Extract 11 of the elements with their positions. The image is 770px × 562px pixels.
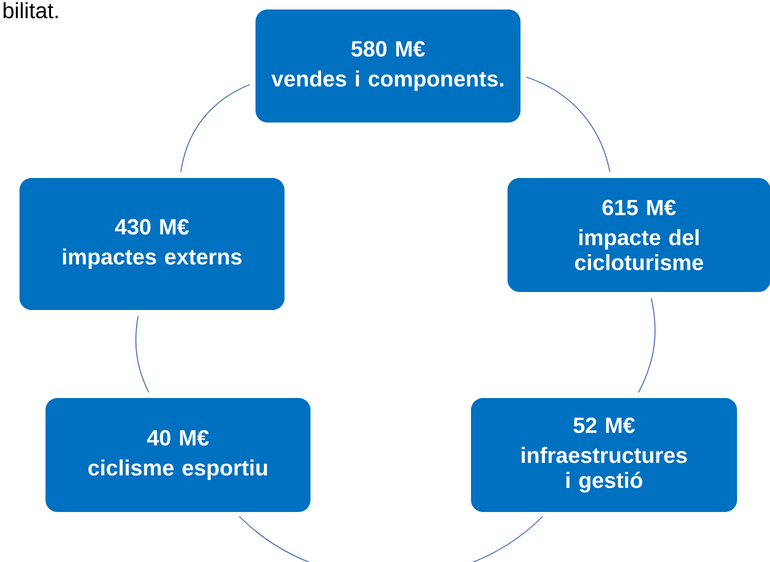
text-fragment: bilitat.: [4, 2, 58, 18]
connector-arc: [135, 316, 150, 393]
connector-arc: [526, 76, 610, 172]
value-box: 615 M€ impacte del cicloturisme: [508, 178, 770, 292]
value-box: 580 M€ vendes i components.: [256, 10, 520, 122]
value-box: 40 M€ ciclisme esportiu: [46, 398, 310, 512]
connector-arc: [180, 84, 250, 172]
value-box: 52 M€ infraestructures i gestió: [471, 398, 738, 512]
value-box: 430 M€ impactes externs: [20, 178, 284, 310]
connector-arc: [638, 298, 656, 393]
connector-arc: [238, 516, 544, 562]
